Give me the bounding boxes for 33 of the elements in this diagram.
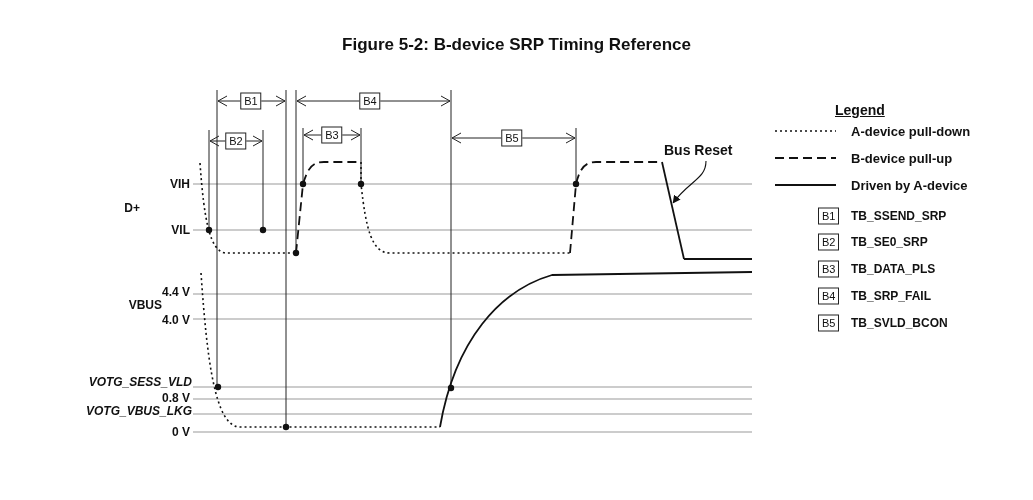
interval-marker-label: B1 — [818, 207, 840, 225]
interval-marker-label: B3 — [321, 126, 343, 144]
signal-level-label: 0 V — [172, 426, 190, 438]
interval-marker-label: B1 — [240, 92, 262, 110]
interval-marker-label: B2 — [818, 233, 840, 251]
signal-level-label: VIH — [170, 178, 190, 190]
interval-marker-label: B5 — [818, 314, 840, 332]
annotation-text: Bus Reset — [664, 142, 733, 158]
timing-parameter-label: TB_SE0_SRP — [851, 236, 928, 248]
signal-level-label: VOTG_VBUS_LKG — [85, 405, 192, 417]
legend-text: A-device pull-down — [851, 123, 971, 139]
interval-marker-label: B3 — [818, 260, 840, 278]
leader-line — [672, 160, 707, 204]
signal-level-label: VOTG_SESS_VLD — [88, 376, 192, 388]
signal-level-label: VIL — [171, 224, 190, 236]
legend-heading: Legend — [835, 103, 885, 117]
legend-text: Driven by A-device — [851, 177, 968, 193]
signal-level-label: 4.4 V — [161, 286, 190, 298]
interval-marker-label: B4 — [818, 287, 840, 305]
interval-marker-label: B2 — [225, 132, 247, 150]
signal-level-label: VBUS — [128, 299, 162, 311]
legend-text: B-device pull-up — [851, 150, 953, 166]
falling-edge-line — [661, 161, 685, 260]
figure-title: Figure 5-2: B-device SRP Timing Reference — [342, 35, 691, 54]
signal-level-label: 0.8 V — [161, 392, 190, 404]
signal-level-label: 4.0 V — [161, 314, 190, 326]
timing-parameter-label: TB_DATA_PLS — [851, 263, 936, 275]
timing-parameter-label: TB_SRP_FAIL — [851, 290, 931, 302]
signal-level-label: D+ — [124, 202, 140, 214]
timing-parameter-label: TB_SSEND_SRP — [851, 210, 947, 222]
interval-marker-label: B5 — [501, 129, 523, 147]
interval-marker-label: B4 — [359, 92, 381, 110]
timing-parameter-label: TB_SVLD_BCON — [851, 317, 948, 329]
